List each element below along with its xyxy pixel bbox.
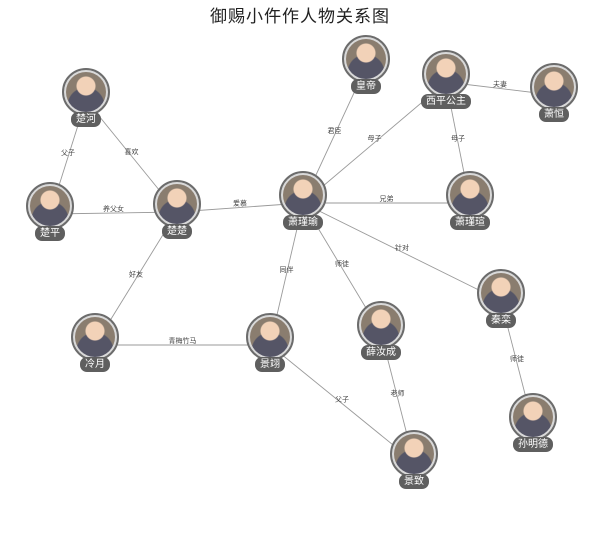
edge-xiaojinyu-qinli [302, 202, 502, 302]
portrait-icon [157, 184, 197, 224]
node-label: 萧恒 [539, 107, 569, 122]
portrait-icon [30, 186, 70, 226]
node-label: 西平公主 [421, 94, 471, 109]
avatar [246, 313, 294, 361]
avatar [509, 393, 557, 441]
edge-label: 针对 [395, 243, 409, 252]
avatar [342, 35, 390, 83]
edge-label: 母子 [451, 135, 465, 143]
portrait-icon [426, 54, 466, 94]
edge-label: 师徒 [510, 354, 524, 363]
portrait-icon [75, 317, 115, 357]
avatar [26, 182, 74, 230]
edge-label: 同伴 [280, 265, 294, 274]
avatar [390, 430, 438, 478]
edge-jingxiang-jingzhi [269, 344, 415, 463]
node-label: 薛汝成 [361, 345, 401, 360]
avatar [446, 171, 494, 219]
edge-label: 师徒 [335, 259, 349, 268]
node-label: 楚河 [71, 112, 101, 127]
portrait-icon [361, 305, 401, 345]
edge-label: 兄弟 [380, 194, 394, 203]
page-title: 御赐小仵作人物关系图 [210, 7, 390, 27]
edge-label: 母子 [368, 135, 382, 143]
portrait-icon [250, 317, 290, 357]
avatar [153, 180, 201, 228]
edge-label: 君臣 [328, 127, 342, 135]
portrait-icon [450, 175, 490, 215]
node-label: 皇帝 [351, 79, 381, 94]
edge-label: 老师 [391, 389, 405, 398]
portrait-icon [534, 67, 574, 107]
edge-label: 好友 [129, 270, 143, 279]
avatar [530, 63, 578, 111]
portrait-icon [66, 72, 106, 112]
node-label: 萧瑾瑜 [283, 215, 323, 230]
avatar [279, 171, 327, 219]
node-label: 景翊 [255, 357, 285, 372]
edge-label: 夫妻 [493, 80, 507, 89]
edge-label: 青梅竹马 [169, 336, 197, 345]
node-label: 孙明德 [513, 437, 553, 452]
portrait-icon [346, 39, 386, 79]
edge-label: 喜欢 [125, 147, 139, 156]
node-label: 楚楚 [162, 224, 192, 239]
edge-label: 养父女 [103, 204, 124, 213]
avatar [71, 313, 119, 361]
node-label: 冷月 [80, 357, 110, 372]
node-label: 景致 [399, 474, 429, 489]
portrait-icon [513, 397, 553, 437]
avatar [357, 301, 405, 349]
avatar [422, 50, 470, 98]
node-label: 秦栾 [486, 313, 516, 328]
avatar [477, 269, 525, 317]
portrait-icon [394, 434, 434, 474]
avatar [62, 68, 110, 116]
portrait-icon [283, 175, 323, 215]
portrait-icon [481, 273, 521, 313]
node-label: 楚平 [35, 226, 65, 241]
edge-label: 父子 [61, 149, 75, 157]
edge-label: 父子 [335, 396, 349, 404]
node-label: 萧瑾瑄 [450, 215, 490, 230]
edge-label: 爱慕 [233, 199, 247, 208]
